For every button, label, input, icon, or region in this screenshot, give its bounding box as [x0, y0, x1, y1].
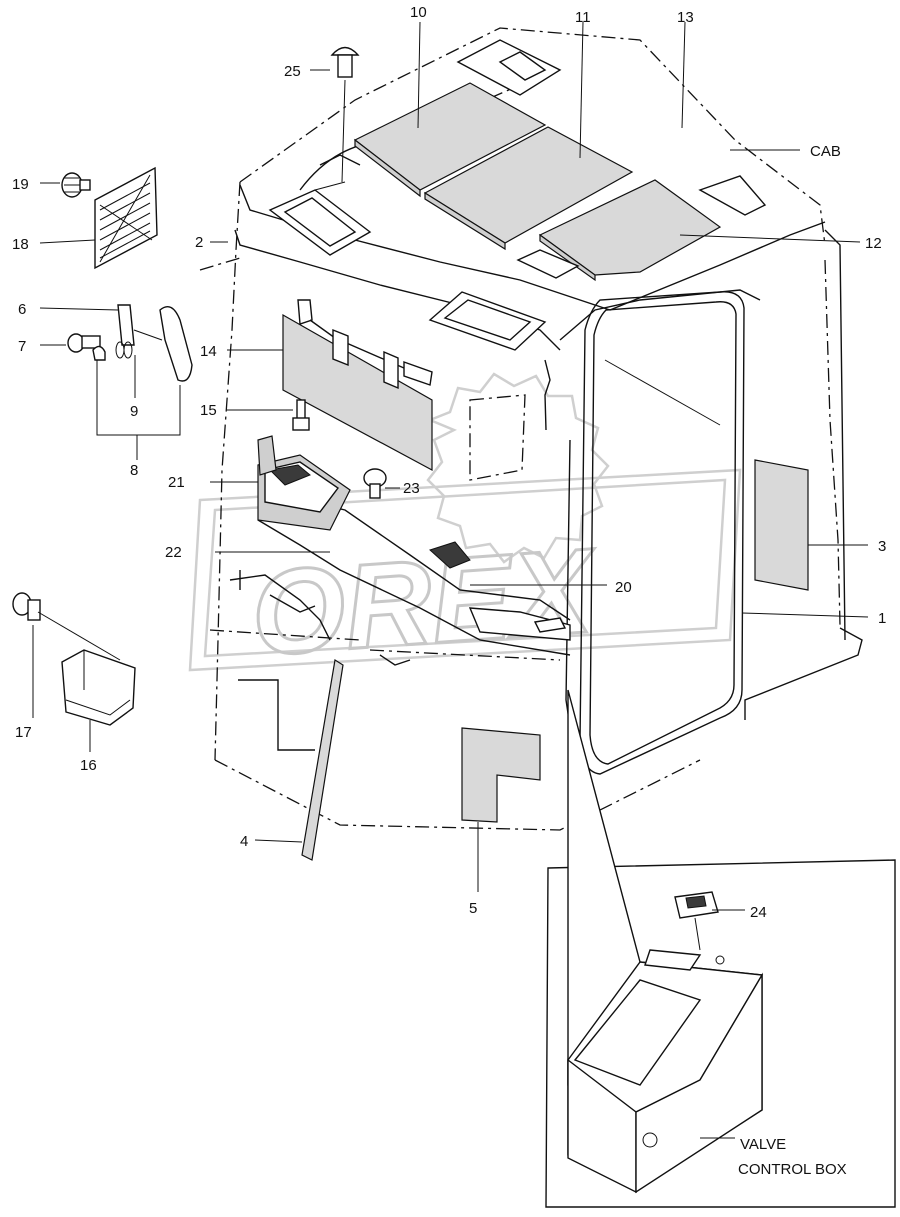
watermark-text: OREX	[247, 523, 603, 681]
callout-3: 3	[878, 538, 886, 555]
panel-4	[301, 659, 344, 861]
callout-19: 19	[12, 176, 29, 193]
callout-cab: CAB	[810, 143, 841, 160]
callout-18: 18	[12, 236, 29, 253]
roof-panel-12	[538, 179, 722, 282]
callout-1: 1	[878, 610, 886, 627]
callout-10: 10	[410, 4, 427, 21]
panel-5	[461, 727, 541, 823]
side-panel-3	[754, 459, 809, 591]
vent-duct-2	[268, 181, 372, 256]
callout-labels: 10 11 13 25 CAB 19 18 2 12 6 7 14 9 15 8…	[12, 4, 886, 1178]
callout-11: 11	[575, 9, 591, 26]
bolt-17	[12, 592, 121, 661]
cab-phantom-outline	[199, 27, 841, 831]
callout-6: 6	[18, 301, 26, 318]
callout-24: 24	[750, 904, 767, 921]
grille-18	[94, 166, 158, 270]
callout-16: 16	[80, 757, 97, 774]
callout-17: 17	[15, 724, 32, 741]
callout-14: 14	[200, 343, 217, 360]
door-frame-1	[579, 291, 745, 775]
mirror-assembly	[67, 304, 193, 382]
callout-2: 2	[195, 234, 203, 251]
knob-19	[61, 172, 91, 198]
callout-12: 12	[865, 235, 882, 252]
callout-9: 9	[130, 403, 138, 420]
callout-20: 20	[615, 579, 632, 596]
callout-23: 23	[403, 480, 420, 497]
roof-panel-10	[353, 82, 547, 198]
callout-22: 22	[165, 544, 182, 561]
dashboard-22	[257, 435, 571, 656]
cover-16	[61, 649, 136, 726]
center-vent	[428, 249, 580, 351]
plug-25	[330, 46, 360, 78]
panel-14	[282, 299, 433, 472]
callout-4: 4	[240, 833, 248, 850]
screw-23	[363, 468, 387, 499]
watermark-logo: OREX	[188, 372, 742, 683]
callout-25: 25	[284, 63, 301, 80]
callout-13: 13	[677, 9, 694, 26]
valve-control-box-inset	[545, 689, 896, 1208]
callout-21: 21	[168, 474, 185, 491]
callout-5: 5	[469, 900, 477, 917]
callout-15: 15	[200, 402, 217, 419]
roof-hatch-13	[456, 39, 767, 216]
panel-4-outline	[238, 679, 315, 751]
valve-label-line2: CONTROL BOX	[738, 1161, 847, 1178]
leader-lines	[32, 21, 869, 1139]
callout-7: 7	[18, 338, 26, 355]
floor-panel	[229, 570, 411, 666]
bolt-15	[292, 399, 310, 431]
valve-label-line1: VALVE	[740, 1136, 786, 1153]
callout-8: 8	[130, 462, 138, 479]
